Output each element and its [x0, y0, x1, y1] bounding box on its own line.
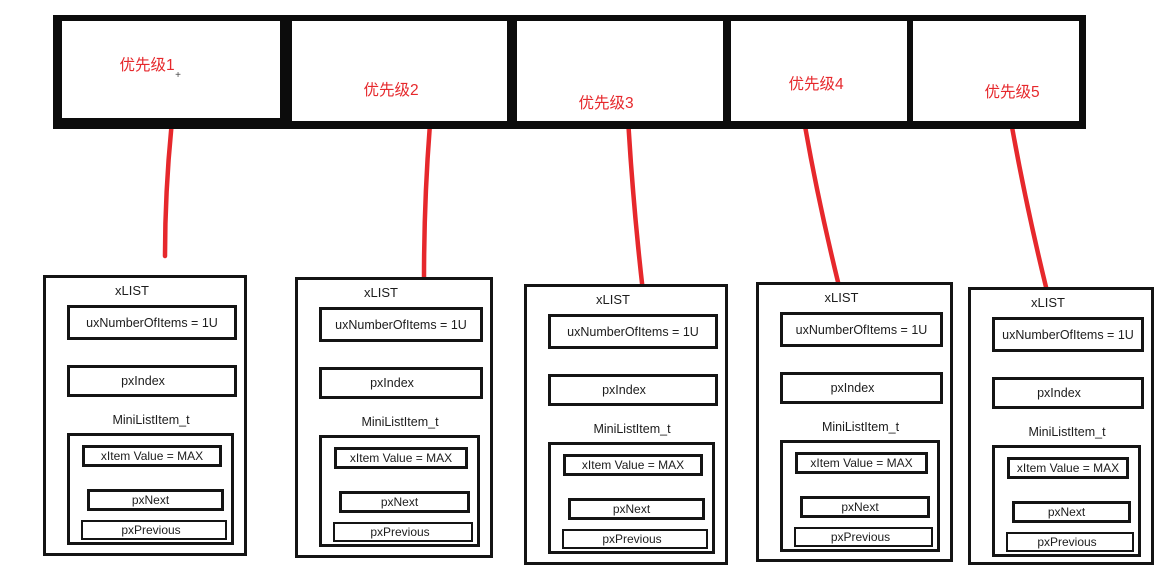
x-item-value-box: xItem Value = MAX [795, 452, 928, 474]
px-previous-box: pxPrevious [81, 520, 227, 540]
priority-cell-5 [913, 21, 1079, 121]
px-next-box: pxNext [339, 491, 470, 513]
connector-line-1 [162, 118, 175, 259]
ux-number-of-items-box: uxNumberOfItems = 1U [780, 312, 943, 347]
priority-label-2: 优先级2 [363, 82, 419, 99]
xlist-title: xLIST [1031, 295, 1065, 310]
px-next-box: pxNext [1012, 501, 1131, 523]
xlist-struct-3: xLIST uxNumberOfItems = 1U pxIndex MiniL… [524, 284, 728, 565]
connector-line-3 [625, 115, 646, 295]
px-next-box: pxNext [800, 496, 930, 518]
xlist-title: xLIST [115, 283, 149, 298]
xlist-struct-4: xLIST uxNumberOfItems = 1U pxIndex MiniL… [756, 282, 953, 562]
xlist-struct-5: xLIST uxNumberOfItems = 1U pxIndex MiniL… [968, 287, 1154, 565]
xlist-struct-2: xLIST uxNumberOfItems = 1U pxIndex MiniL… [295, 277, 493, 558]
x-item-value-box: xItem Value = MAX [334, 447, 468, 469]
px-index-box: pxIndex [548, 374, 718, 406]
mini-list-item-box: xItem Value = MAX pxNext pxPrevious [548, 442, 715, 554]
priority-label-4: 优先级4 [788, 76, 844, 93]
priority-array-bar [53, 15, 1086, 129]
connector-line-2 [421, 121, 433, 281]
xlist-title: xLIST [596, 292, 630, 307]
stray-cursor-mark: + [175, 70, 181, 81]
px-next-box: pxNext [87, 489, 224, 511]
xlist-title: xLIST [824, 290, 859, 305]
px-next-box: pxNext [568, 498, 705, 520]
mini-list-item-title: MiniListItem_t [1028, 425, 1106, 439]
px-previous-box: pxPrevious [1006, 532, 1134, 552]
priority-cell-3 [517, 21, 723, 121]
px-index-box: pxIndex [780, 372, 943, 404]
mini-list-item-title: MiniListItem_t [112, 413, 190, 427]
px-previous-box: pxPrevious [333, 522, 473, 542]
priority-cell-2 [292, 21, 507, 121]
priority-label-5: 优先级5 [984, 84, 1040, 101]
px-previous-box: pxPrevious [562, 529, 708, 549]
priority-cell-1 [62, 21, 280, 118]
mini-list-item-title: MiniListItem_t [821, 420, 900, 434]
x-item-value-box: xItem Value = MAX [1007, 457, 1129, 479]
ux-number-of-items-box: uxNumberOfItems = 1U [992, 317, 1144, 352]
mini-list-item-box: xItem Value = MAX pxNext pxPrevious [319, 435, 480, 547]
xlist-struct-1: xLIST uxNumberOfItems = 1U pxIndex MiniL… [43, 275, 247, 556]
ux-number-of-items-box: uxNumberOfItems = 1U [548, 314, 718, 349]
px-previous-box: pxPrevious [794, 527, 933, 547]
mini-list-item-box: xItem Value = MAX pxNext pxPrevious [67, 433, 234, 545]
connector-line-5 [1009, 124, 1049, 290]
priority-label-3: 优先级3 [578, 95, 634, 112]
ux-number-of-items-box: uxNumberOfItems = 1U [319, 307, 483, 342]
priority-label-1: 优先级1 [119, 57, 175, 74]
px-index-box: pxIndex [67, 365, 237, 397]
x-item-value-box: xItem Value = MAX [82, 445, 222, 467]
px-index-box: pxIndex [992, 377, 1144, 409]
mini-list-item-box: xItem Value = MAX pxNext pxPrevious [780, 440, 940, 552]
px-index-box: pxIndex [319, 367, 483, 399]
mini-list-item-title: MiniListItem_t [361, 415, 439, 429]
mini-list-item-box: xItem Value = MAX pxNext pxPrevious [992, 445, 1141, 557]
priority-cell-4 [731, 21, 907, 121]
ux-number-of-items-box: uxNumberOfItems = 1U [67, 305, 237, 340]
x-item-value-box: xItem Value = MAX [563, 454, 703, 476]
xlist-title: xLIST [364, 285, 398, 300]
connector-line-4 [802, 123, 841, 285]
mini-list-item-title: MiniListItem_t [593, 422, 671, 436]
